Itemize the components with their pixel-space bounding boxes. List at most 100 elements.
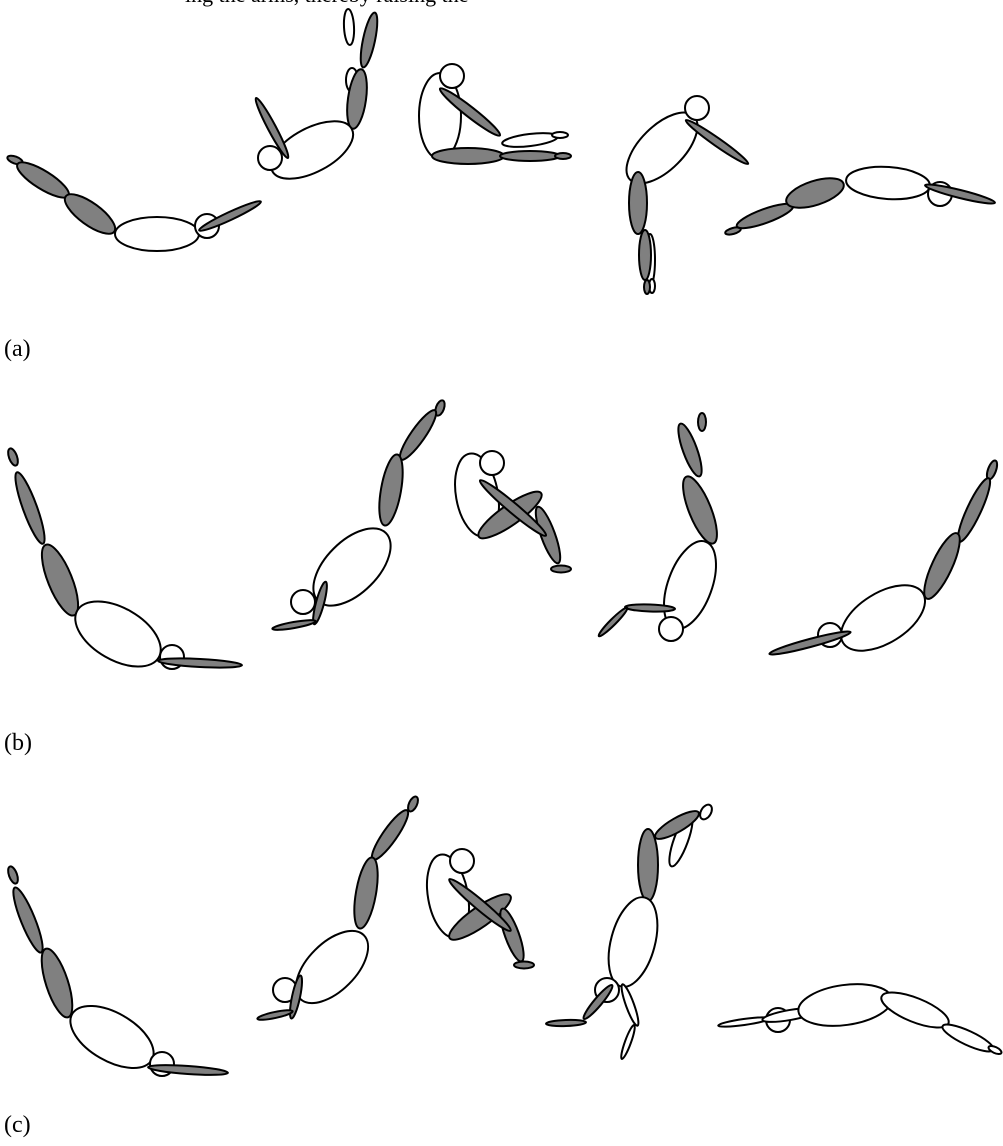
foot bbox=[550, 564, 572, 574]
shank bbox=[499, 150, 561, 162]
shank bbox=[16, 161, 70, 199]
forearm bbox=[256, 1009, 294, 1021]
foot-far bbox=[551, 131, 569, 139]
pose-c3 bbox=[425, 848, 535, 970]
shank bbox=[534, 505, 562, 565]
panel-label-c: (c) bbox=[4, 1112, 31, 1138]
thigh bbox=[682, 475, 718, 545]
shank bbox=[359, 11, 379, 69]
thigh bbox=[40, 543, 80, 617]
head bbox=[684, 95, 710, 121]
thigh bbox=[448, 893, 512, 941]
trunk bbox=[74, 600, 162, 668]
pose-a2 bbox=[254, 8, 379, 180]
panel-c: (c) bbox=[0, 780, 1003, 1146]
pose-a4 bbox=[625, 95, 750, 295]
head bbox=[257, 145, 283, 171]
foot bbox=[434, 399, 446, 417]
forearm bbox=[545, 1018, 587, 1028]
pose-b3 bbox=[454, 450, 572, 574]
shank bbox=[941, 1023, 995, 1053]
trunk bbox=[114, 216, 200, 252]
foot bbox=[7, 865, 19, 885]
arm bbox=[924, 183, 996, 205]
shank bbox=[12, 886, 44, 954]
pose-a5 bbox=[724, 165, 996, 236]
pose-c2 bbox=[256, 795, 419, 1021]
shank bbox=[398, 409, 438, 461]
upper-arm bbox=[624, 603, 676, 613]
thigh bbox=[346, 68, 368, 130]
shank bbox=[370, 809, 410, 861]
forearm bbox=[597, 606, 629, 638]
thigh bbox=[923, 532, 961, 600]
head bbox=[479, 450, 505, 476]
thigh bbox=[63, 193, 117, 235]
foot bbox=[513, 960, 535, 970]
caption-fragment: ing the arms, thereby raising the bbox=[185, 0, 468, 8]
thigh bbox=[353, 856, 379, 930]
pose-c1 bbox=[7, 865, 229, 1077]
upper-arm bbox=[582, 983, 614, 1021]
panel-c-figure bbox=[7, 795, 1003, 1077]
forearm-far bbox=[620, 1024, 636, 1060]
foot bbox=[643, 279, 651, 295]
thigh bbox=[880, 991, 950, 1029]
upper-arm bbox=[312, 580, 328, 626]
head bbox=[449, 848, 475, 874]
arm bbox=[198, 200, 262, 232]
panel-label-a: (a) bbox=[4, 336, 31, 362]
thigh bbox=[40, 947, 74, 1019]
pose-c4 bbox=[545, 803, 713, 1060]
foot bbox=[554, 152, 572, 160]
arm bbox=[438, 87, 502, 137]
panel-b-figure bbox=[7, 399, 999, 670]
arm bbox=[448, 878, 512, 932]
trunk bbox=[839, 584, 927, 652]
arm-far bbox=[717, 1016, 771, 1028]
arm bbox=[157, 657, 243, 669]
shank bbox=[638, 229, 652, 281]
pose-a3 bbox=[418, 63, 572, 165]
pose-b4 bbox=[597, 412, 718, 642]
panel-a-figure bbox=[6, 8, 996, 295]
trunk bbox=[269, 120, 355, 180]
arm bbox=[768, 630, 852, 656]
arm bbox=[254, 96, 290, 160]
panel-label-b: (b) bbox=[4, 730, 32, 756]
upper-arm bbox=[288, 974, 304, 1020]
pose-b5 bbox=[768, 459, 999, 656]
foot bbox=[7, 447, 19, 467]
trunk bbox=[607, 896, 659, 988]
foot-far bbox=[699, 803, 713, 821]
thigh bbox=[785, 177, 845, 209]
shank bbox=[499, 907, 525, 963]
foot bbox=[987, 1044, 1003, 1056]
pose-a1 bbox=[6, 154, 262, 252]
panel-b: (b) bbox=[0, 390, 1003, 770]
arm bbox=[147, 1064, 229, 1076]
thigh bbox=[378, 453, 404, 527]
trunk bbox=[845, 165, 931, 201]
thigh bbox=[628, 171, 648, 235]
pose-c5 bbox=[717, 983, 1003, 1056]
shank-far bbox=[501, 132, 559, 148]
shank bbox=[677, 422, 703, 478]
pose-b2 bbox=[271, 399, 446, 631]
foot-far bbox=[342, 8, 356, 46]
arm bbox=[684, 118, 750, 166]
upper-arm-far bbox=[620, 983, 640, 1027]
forearm bbox=[271, 619, 317, 631]
arm bbox=[478, 479, 548, 537]
pose-b1 bbox=[7, 447, 243, 670]
head bbox=[290, 589, 316, 615]
head bbox=[439, 63, 465, 89]
shank bbox=[14, 471, 46, 545]
thigh bbox=[637, 828, 659, 902]
foot bbox=[407, 795, 419, 813]
thigh bbox=[431, 147, 505, 165]
head bbox=[658, 616, 684, 642]
foot bbox=[697, 412, 707, 432]
panel-a: (a) bbox=[0, 0, 1003, 380]
trunk bbox=[797, 983, 893, 1027]
